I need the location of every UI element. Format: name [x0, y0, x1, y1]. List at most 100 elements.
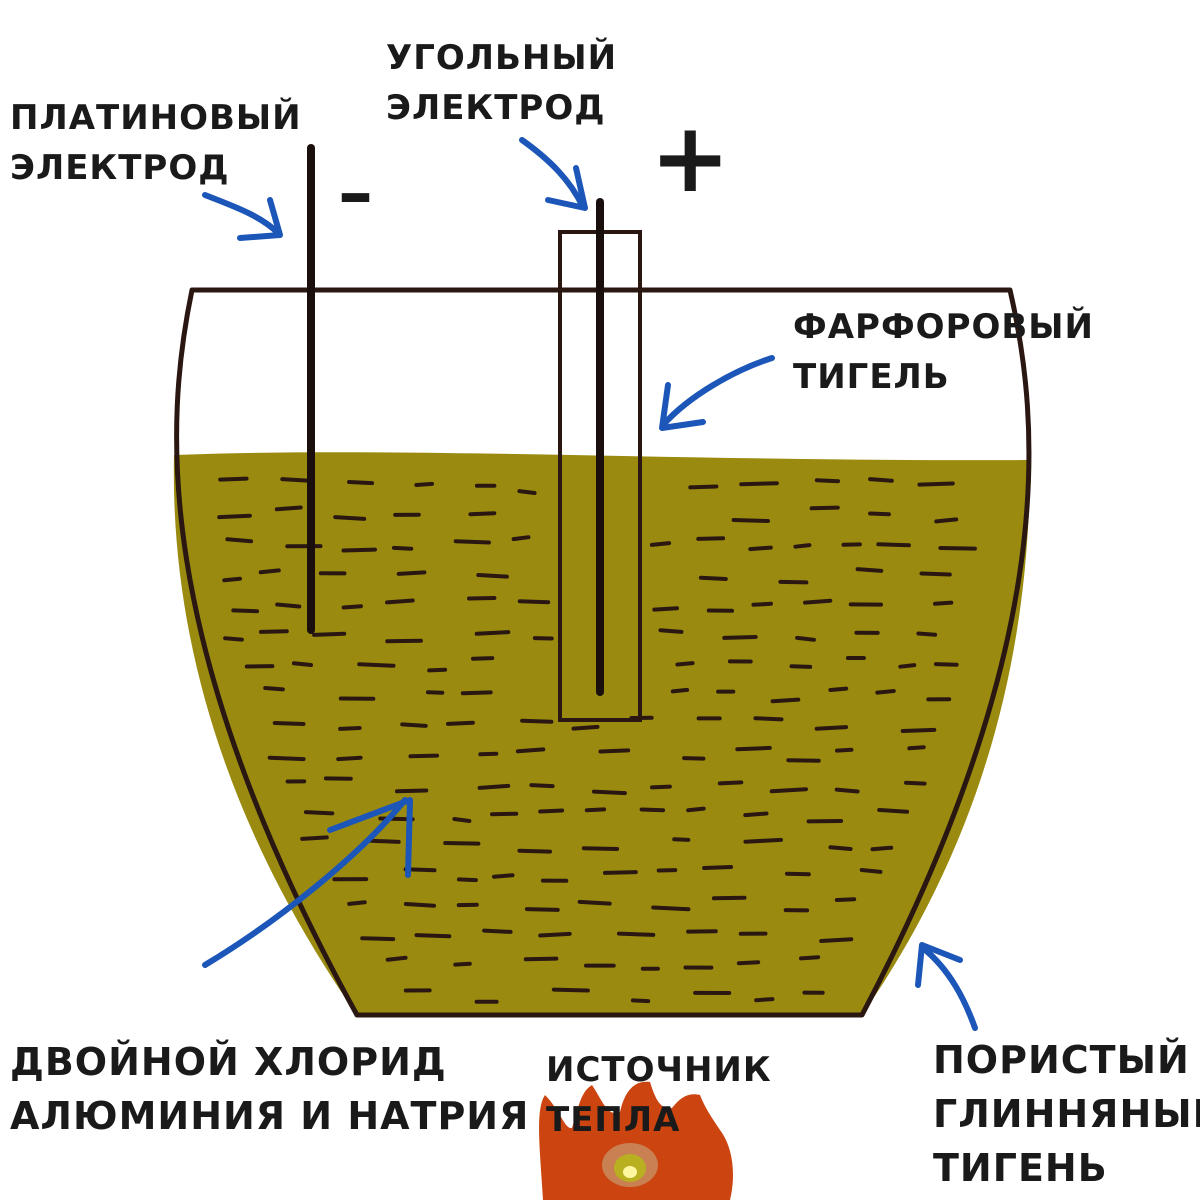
label-porcelain-crucible: Фарфоровый тигель	[793, 307, 1094, 397]
melt-dash	[933, 600, 954, 606]
melt-dash	[828, 686, 849, 692]
melt-dash	[259, 629, 289, 634]
arrow-platinum-electrode	[202, 192, 283, 241]
arrow-porous-crucible	[915, 942, 978, 1031]
arrow-carbon-electrode	[519, 137, 588, 211]
melt-dash	[784, 871, 811, 877]
melt-dash	[492, 873, 515, 879]
melt-dash	[933, 662, 959, 667]
melt-dash	[675, 661, 695, 667]
melt-dash	[639, 807, 666, 813]
melt-dash	[778, 579, 809, 585]
melt-dash	[649, 541, 672, 547]
melt-dash	[584, 807, 607, 813]
label-platinum-electrode: Платиновый электрод	[10, 98, 302, 188]
melt-dash	[551, 987, 590, 993]
label-double-chloride: Двойной хлорид алюминия и натрия	[10, 1040, 530, 1138]
melt-dash	[471, 656, 495, 661]
melt-dash	[524, 907, 560, 912]
melt-dash	[515, 747, 546, 754]
melt-dash	[828, 845, 853, 851]
melt-dash	[754, 997, 775, 1003]
label-heat-source: Источник тепла	[546, 1050, 772, 1140]
melt-dash	[875, 689, 896, 695]
melt-dash	[368, 838, 401, 844]
melt-dash	[916, 631, 938, 637]
melt-dash	[529, 783, 555, 789]
melt-dash	[868, 511, 891, 517]
melt-dash	[616, 931, 656, 937]
melt-dash	[919, 571, 952, 577]
melt-dash	[231, 608, 260, 614]
melt-dash	[225, 537, 254, 544]
melt-dash	[478, 751, 499, 757]
melt-dash	[799, 955, 821, 961]
porous-clay-crucible	[174, 287, 1032, 1018]
melt-dash	[303, 810, 335, 816]
melt-dash	[686, 806, 706, 813]
melt-dash	[834, 897, 857, 902]
melt-dash	[517, 599, 551, 605]
melt-dash	[396, 570, 427, 576]
melt-dash	[603, 870, 638, 875]
melt-dash	[360, 936, 396, 942]
melt-dash	[900, 727, 937, 733]
melt-dash	[743, 811, 769, 818]
melt-dash	[468, 511, 497, 517]
melt-dash	[769, 787, 808, 794]
melt-dash	[456, 877, 478, 883]
melt-dash	[391, 545, 414, 551]
melt-dash	[698, 575, 728, 581]
melt-dash	[443, 841, 481, 846]
melt-dash	[753, 716, 784, 722]
melt-dash	[385, 955, 408, 962]
melt-dash	[670, 687, 690, 694]
melt-dash	[280, 477, 310, 483]
melt-dash	[809, 505, 840, 511]
melt-dash	[793, 543, 812, 549]
melt-dash	[688, 484, 719, 490]
melt-dash	[222, 576, 242, 583]
melt-dash	[460, 690, 493, 696]
melt-dash	[272, 721, 306, 726]
melt-dash	[347, 480, 375, 486]
melt-dash	[650, 784, 672, 790]
melt-dash	[517, 848, 552, 854]
melt-dash	[403, 902, 436, 908]
melt-dash	[453, 539, 491, 545]
melt-dash	[702, 865, 734, 870]
melt-dash	[717, 780, 744, 786]
melt-dash	[482, 928, 513, 934]
melt-dash	[452, 817, 472, 823]
melt-dash	[736, 960, 761, 966]
molten-salt	[173, 452, 1030, 1015]
melt-dash	[341, 604, 363, 610]
melt-dash	[414, 481, 434, 487]
melt-dash	[538, 931, 572, 938]
melt-dash	[934, 517, 959, 524]
minus-sign: –	[338, 152, 373, 234]
melt-dash	[658, 628, 684, 634]
melt-dash	[834, 787, 860, 794]
melt-dash	[938, 546, 977, 551]
melt-dash	[490, 811, 519, 817]
melt-dash	[291, 661, 313, 667]
melt-dash	[425, 690, 445, 695]
melt-dash	[347, 900, 367, 906]
melt-dash	[898, 663, 917, 669]
melt-dash	[743, 837, 783, 844]
melt-dash	[907, 745, 926, 751]
arrow-double-chloride	[202, 797, 413, 968]
melt-dash	[267, 755, 306, 762]
melt-dash	[223, 636, 244, 642]
melt-dash	[682, 756, 706, 761]
melt-dash	[312, 631, 347, 637]
melt-dash	[218, 476, 249, 482]
melt-dash	[786, 758, 821, 763]
melt-dash	[795, 635, 816, 642]
melt-dash	[400, 722, 428, 728]
melt-dash	[511, 535, 531, 542]
melt-dash	[651, 905, 691, 912]
melt-dash	[917, 481, 955, 487]
